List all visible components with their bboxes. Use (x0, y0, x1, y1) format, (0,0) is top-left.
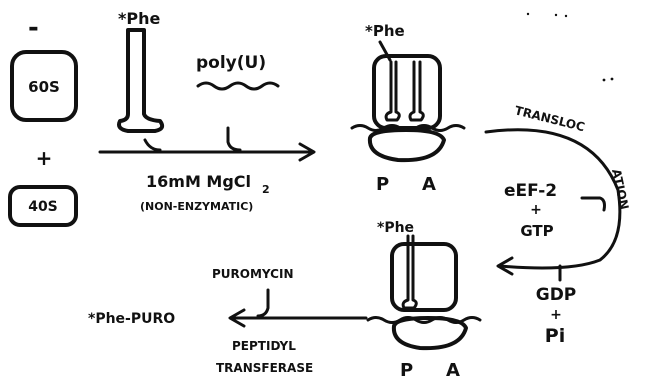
poly-u-wave (196, 81, 280, 91)
mg-conditions-label: 16mM MgCl (146, 172, 251, 191)
subunit-60s-label: 60S (28, 78, 60, 96)
translocation-arrow-head (496, 256, 514, 276)
small-subunit-bottom (391, 316, 468, 351)
trna-a-site-top (408, 60, 425, 122)
phe-label-trna: *Phe (118, 9, 160, 28)
phe-label-top-complex: *Phe (365, 22, 405, 40)
gdp-label: GDP (536, 285, 577, 305)
poly-u-label: poly(U) (196, 53, 266, 73)
trna-joining-mark (143, 138, 162, 152)
phe-trna-shape (117, 28, 165, 133)
gtp-label: GTP (520, 222, 553, 240)
plus-sign-gdp: + (550, 307, 562, 323)
puromycin-joining-mark (256, 288, 270, 318)
puromycin-arrow-head (228, 308, 246, 328)
puromycin-label: PUROMYCIN (212, 267, 294, 281)
site-p-top: P (376, 174, 389, 195)
subunit-60s-box (10, 50, 78, 122)
minus-sign: - (28, 13, 39, 43)
mrna-wave-bottom (366, 316, 482, 324)
transferase-label: TRANSFERASE (216, 361, 313, 375)
site-p-bottom: P (400, 360, 413, 379)
small-subunit-top (367, 128, 446, 163)
speck-2 (554, 13, 558, 17)
site-a-top: A (422, 174, 436, 195)
site-a-bottom: A (446, 360, 460, 379)
eef2-joining-mark (580, 196, 606, 212)
subunit-40s-label: 40S (28, 199, 58, 215)
eef2-label: eEF-2 (504, 181, 557, 201)
subunit-40s-box (8, 185, 78, 227)
plus-sign-eef2: + (530, 202, 542, 218)
pi-label: Pi (545, 325, 565, 347)
speck-3 (564, 14, 568, 18)
plus-sign-left: + (36, 146, 53, 170)
peptidyl-label: PEPTIDYL (232, 339, 296, 353)
mg-subscript: 2 (262, 183, 270, 196)
speck-1 (526, 12, 530, 16)
phe-label-bottom-complex: *Phe (377, 220, 414, 236)
polyu-joining-mark (226, 126, 242, 152)
large-subunit-top (372, 54, 442, 130)
trna-p-site-bottom (401, 234, 418, 310)
assembly-arrow-head (298, 142, 316, 162)
trna-p-site-top (384, 60, 401, 122)
non-enzymatic-label: (NON-ENZYMATIC) (140, 200, 253, 213)
speck-4 (602, 78, 606, 82)
speck-5 (610, 77, 614, 81)
large-subunit-bottom (390, 242, 458, 312)
phe-puro-product: *Phe-PURO (88, 311, 175, 327)
translocation-label-part2: ATION (609, 168, 631, 211)
